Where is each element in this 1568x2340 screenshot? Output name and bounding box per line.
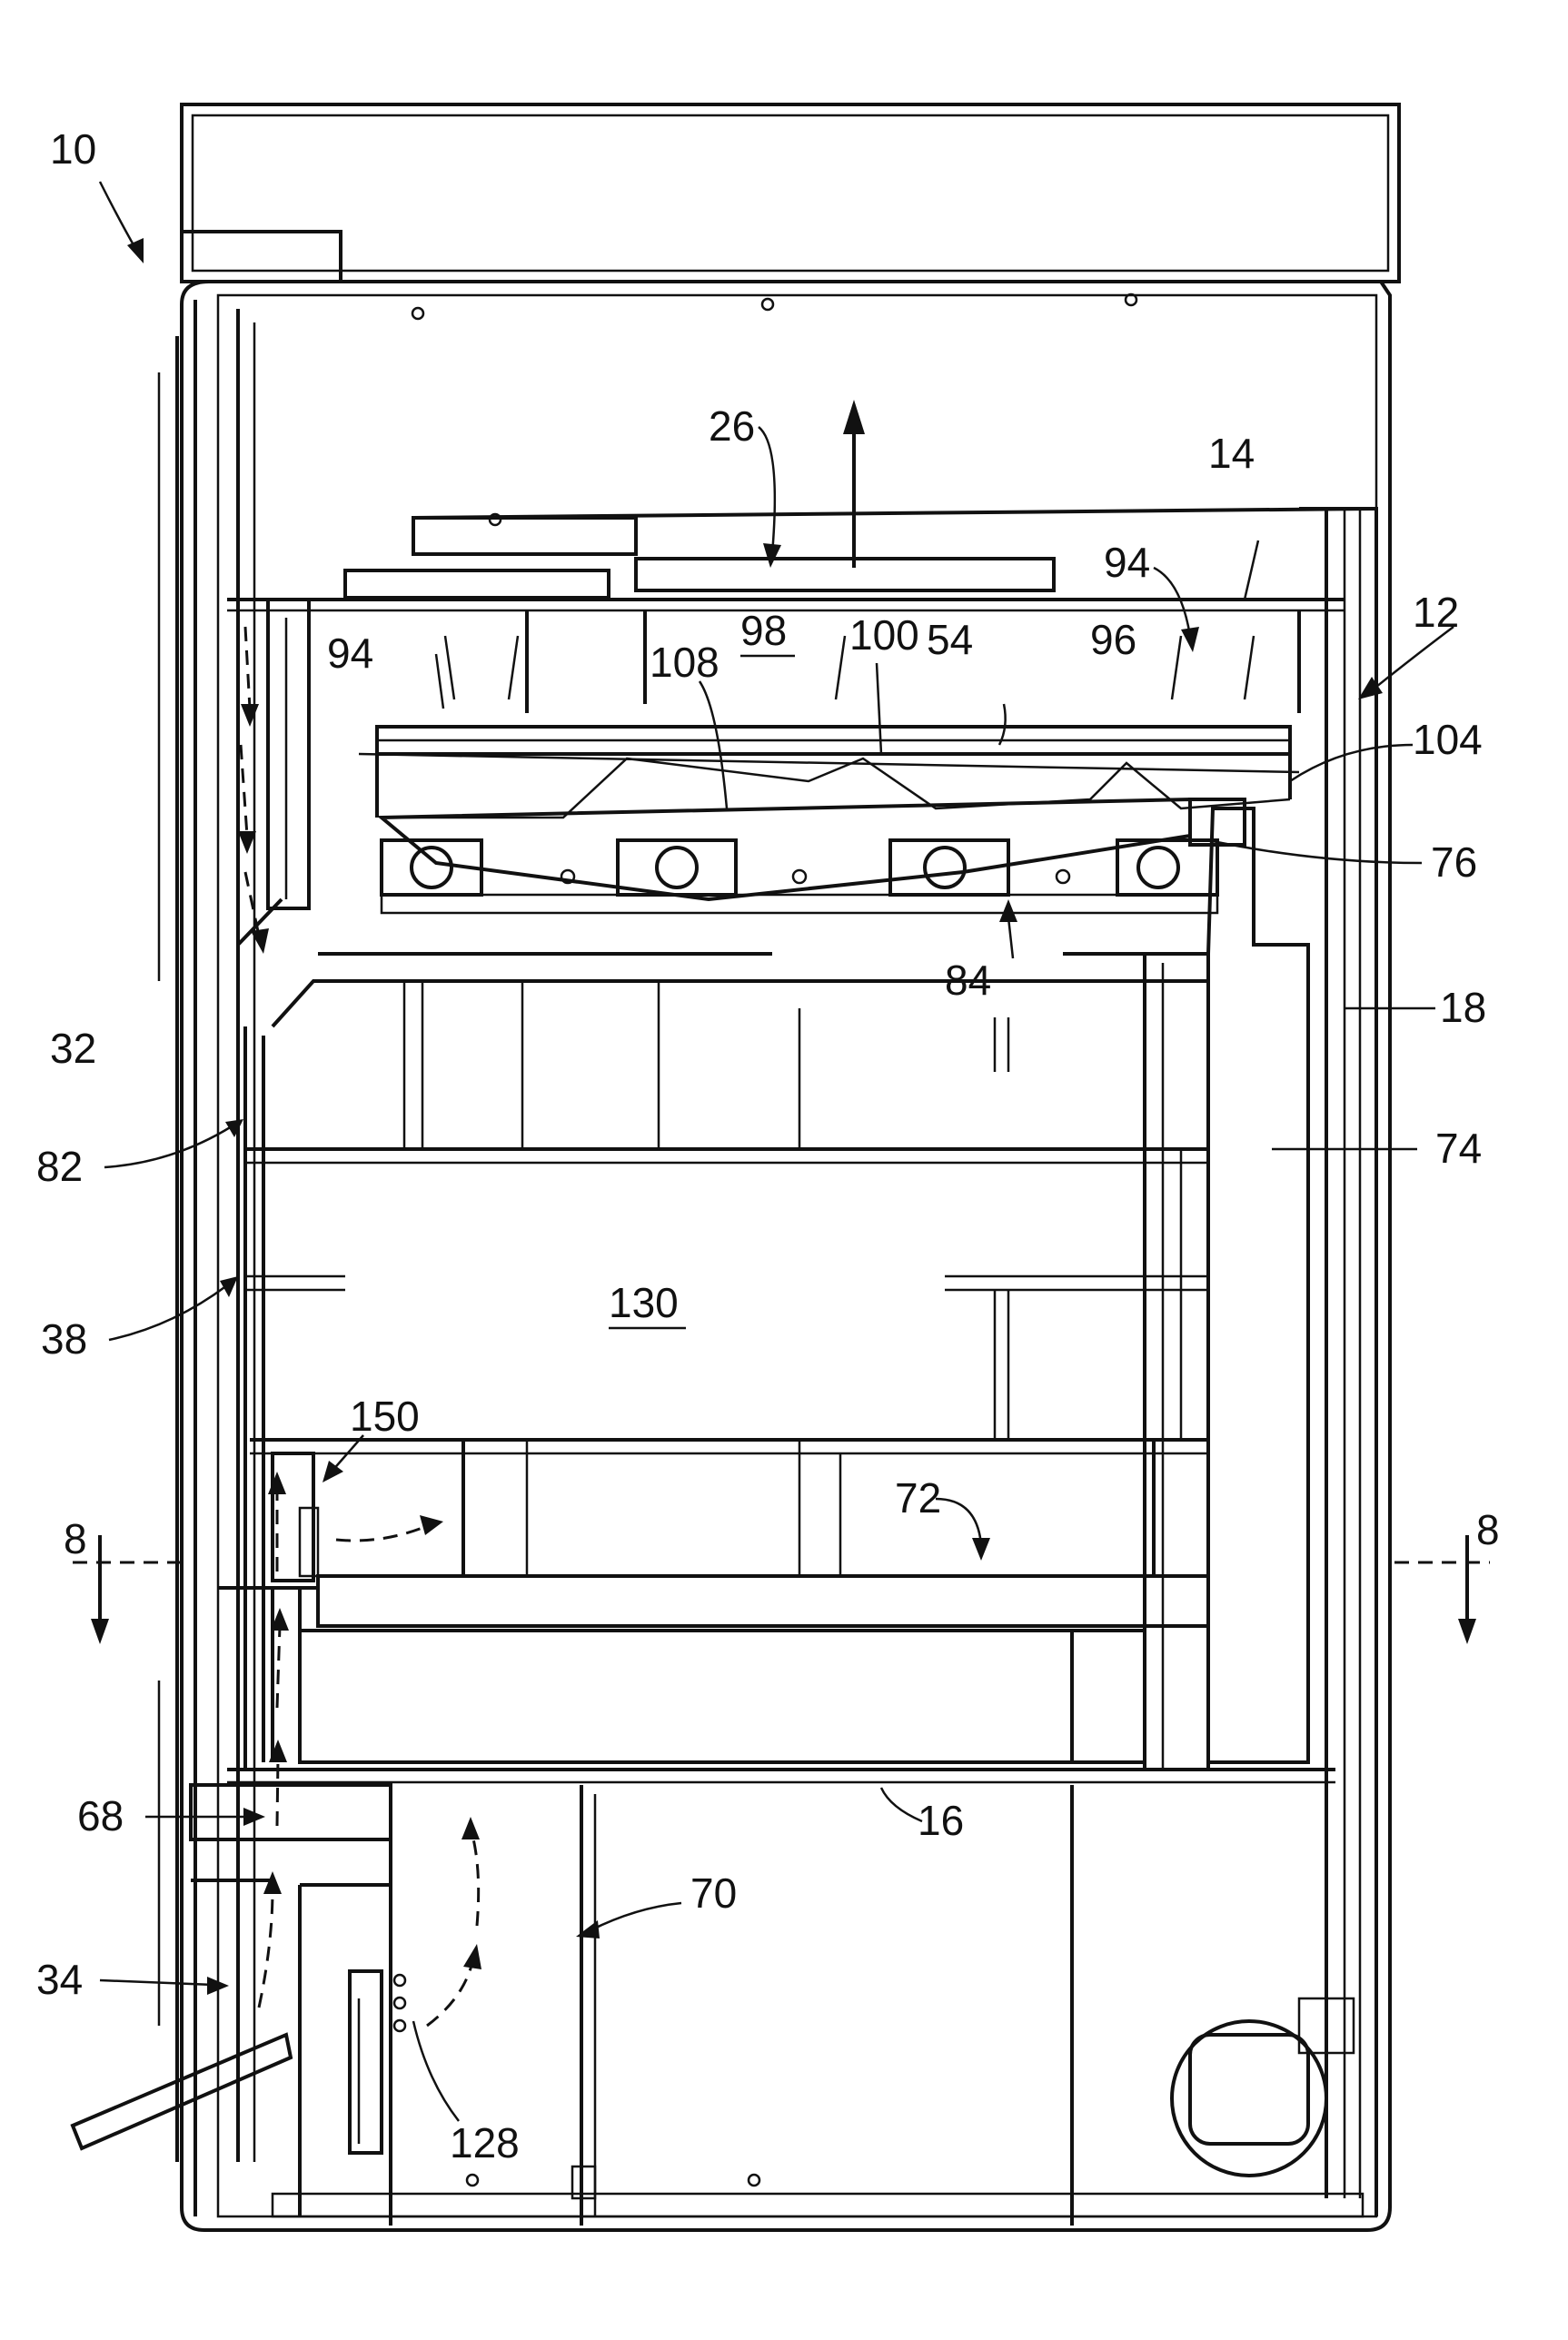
label-72: 72 [895, 1474, 941, 1522]
label-68: 68 [77, 1792, 124, 1839]
label-104: 104 [1413, 716, 1483, 763]
broiler-element [382, 799, 1245, 899]
label-96: 96 [1090, 616, 1136, 663]
top-vent-assembly [227, 400, 1372, 610]
label-16: 16 [918, 1797, 964, 1844]
right-side-wall [1299, 509, 1376, 2216]
front-door-panel [159, 300, 254, 2216]
label-128: 128 [450, 2119, 520, 2166]
label-8-right: 8 [1476, 1506, 1500, 1553]
burner-rail [359, 727, 1299, 818]
bottom-compartment [73, 1785, 1072, 2226]
label-82: 82 [36, 1143, 83, 1190]
right-insulation [1208, 808, 1308, 1762]
label-130: 130 [609, 1279, 679, 1326]
label-94-right: 94 [1104, 539, 1150, 586]
reference-numerals: 10 12 14 16 18 26 32 34 38 54 68 70 72 7… [36, 125, 1500, 2166]
label-38: 38 [41, 1315, 87, 1363]
label-32: 32 [50, 1025, 96, 1072]
label-10: 10 [50, 125, 96, 173]
label-98: 98 [740, 607, 787, 654]
label-84: 84 [945, 957, 991, 1004]
label-108: 108 [650, 639, 719, 686]
label-100: 100 [849, 611, 919, 659]
label-150: 150 [350, 1393, 420, 1440]
label-94-left: 94 [327, 630, 373, 677]
label-14: 14 [1208, 430, 1255, 477]
label-18: 18 [1440, 984, 1486, 1031]
label-70: 70 [690, 1869, 737, 1917]
cabinet-housing [182, 104, 1399, 2230]
label-34: 34 [36, 1956, 83, 2003]
label-76: 76 [1431, 838, 1477, 886]
bottom-plates [227, 1576, 1335, 1782]
left-flue-channel [238, 600, 309, 954]
label-74: 74 [1435, 1125, 1482, 1172]
label-8-left: 8 [64, 1515, 87, 1562]
label-12: 12 [1413, 589, 1459, 636]
label-26: 26 [709, 402, 755, 450]
label-54: 54 [927, 616, 973, 663]
oven-cavity [245, 954, 1208, 1771]
